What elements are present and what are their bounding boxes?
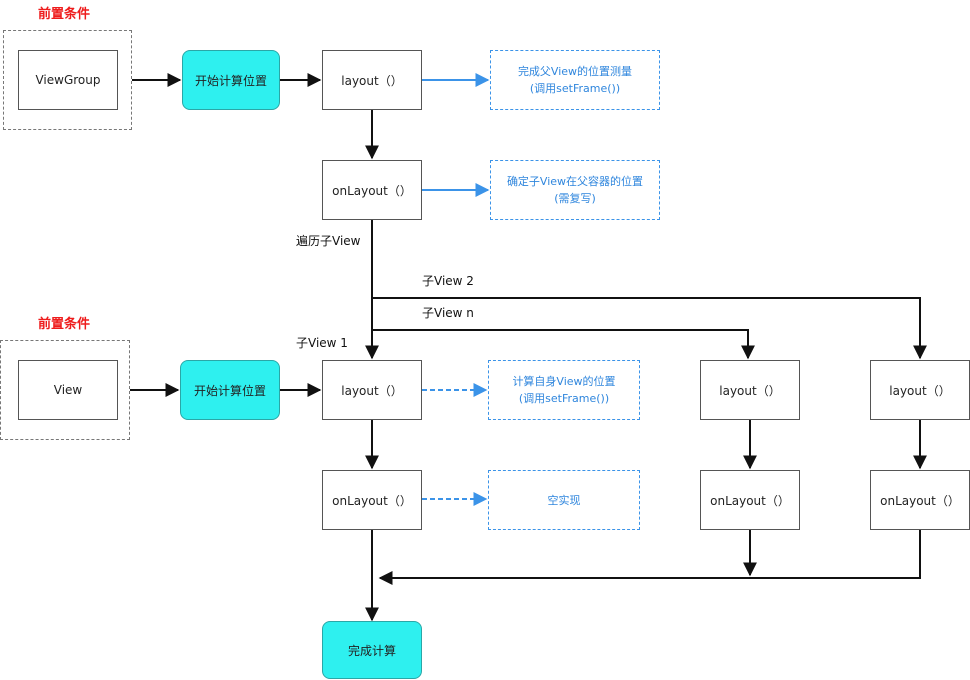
note-onlayout-2: 空实现 [488,470,640,530]
viewgroup-node: ViewGroup [18,50,118,110]
finish-calc-node: 完成计算 [322,621,422,679]
layout-node-child-n: layout（） [700,360,800,420]
merge-line [378,530,921,585]
note-layout-2: 计算自身View的位置 (调用setFrame()) [488,360,640,420]
onlayout-node-child-2: onLayout（） [870,470,970,530]
branch-child-2 [372,297,927,360]
note-onlayout-1: 确定子View在父容器的位置 (需复写) [490,160,660,220]
start-calc-node-2: 开始计算位置 [180,360,280,420]
child-2-label: 子View 2 [422,274,474,288]
layout-node-child-2: layout（） [870,360,970,420]
note-onlayout-1-line2: (需复写) [554,192,596,205]
note-layout-2-line2: (调用setFrame()) [518,392,610,405]
note-layout-1: 完成父View的位置测量 (调用setFrame()) [490,50,660,110]
view-node: View [18,360,118,420]
layout-node-child-1: layout（） [322,360,422,420]
note-layout-1-line1: 完成父View的位置测量 [517,65,633,78]
child-n-label: 子View n [422,306,474,320]
traverse-children-label: 遍历子View [296,234,361,248]
precondition-label-2: 前置条件 [38,317,91,332]
child-1-label: 子View 1 [296,336,348,350]
onlayout-node-child-1: onLayout（） [322,470,422,530]
note-onlayout-2-line1: 空实现 [547,493,581,507]
note-layout-2-line1: 计算自身View的位置 [512,375,616,388]
start-calc-node-1: 开始计算位置 [182,50,280,110]
branch-child-n [372,329,755,360]
onlayout-node-1: onLayout（） [322,160,422,220]
onlayout-node-child-n: onLayout（） [700,470,800,530]
note-layout-1-line2: (调用setFrame()) [529,82,621,95]
precondition-label-1: 前置条件 [38,7,91,22]
layout-node-1: layout（） [322,50,422,110]
note-onlayout-1-line1: 确定子View在父容器的位置 [506,175,644,188]
